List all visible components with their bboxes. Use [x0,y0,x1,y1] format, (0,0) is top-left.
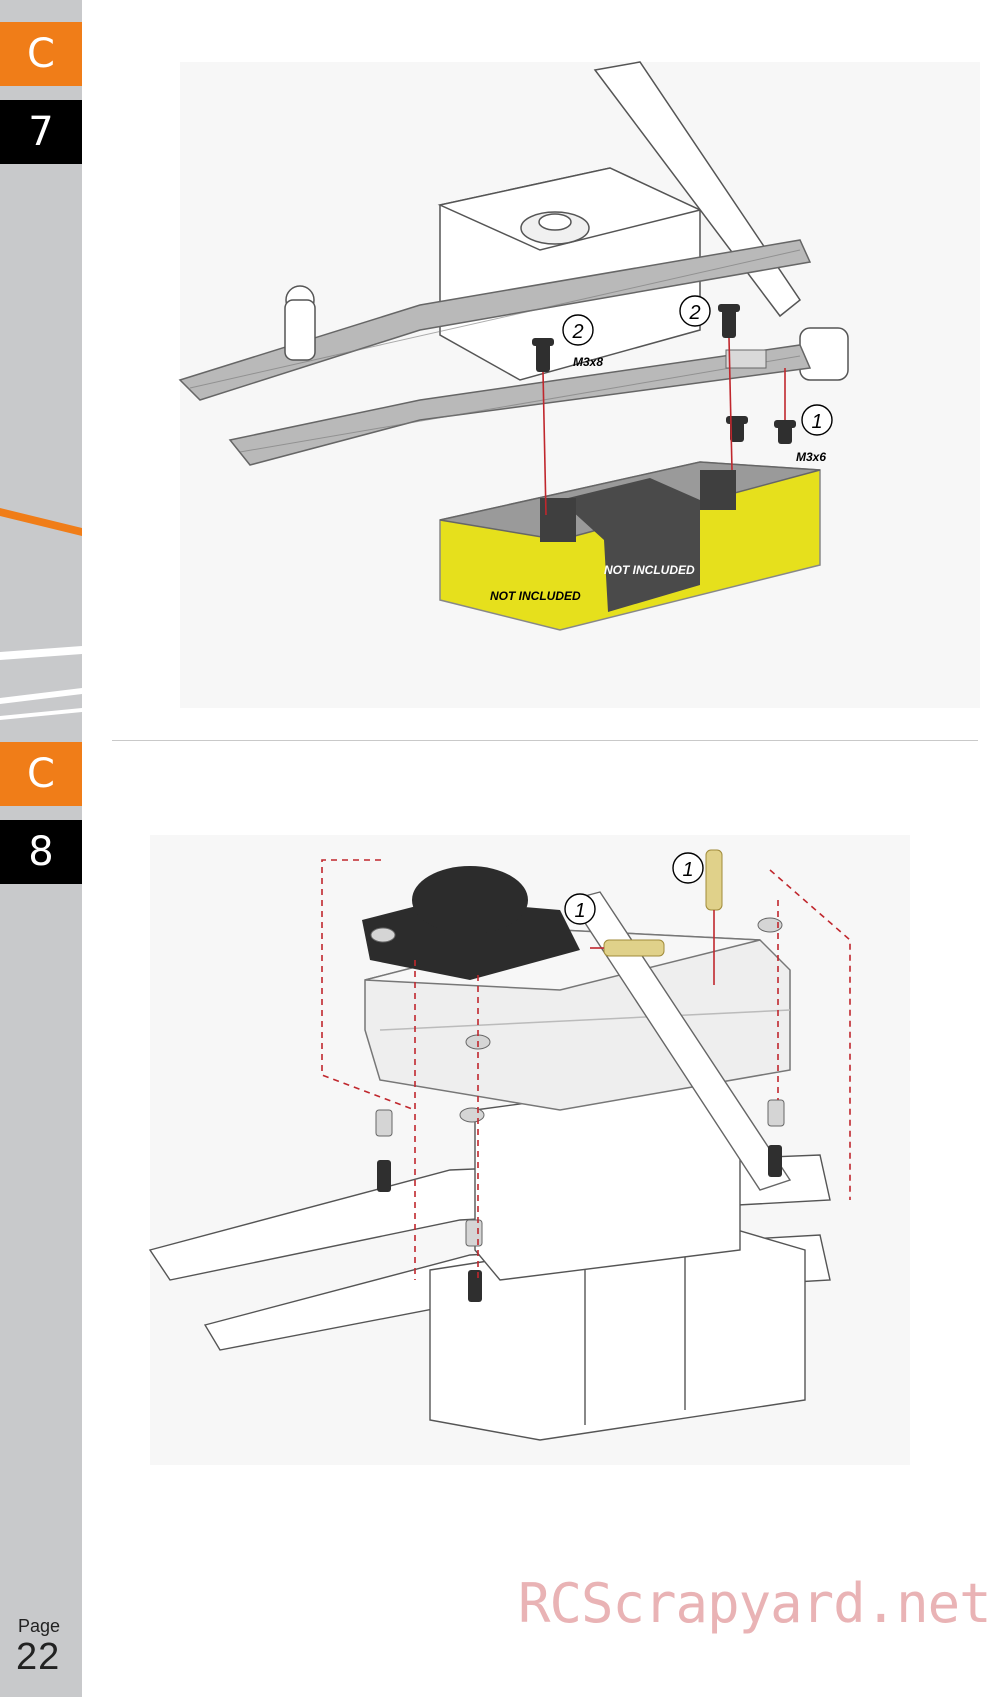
svg-text:2: 2 [688,302,700,324]
watermark: RCScrapyard.net [518,1572,992,1635]
not-included-label: NOT INCLUDED [604,563,695,577]
carbon-plate-top [178,239,812,466]
screw-icon [532,304,796,444]
tank-cap [362,866,580,980]
step-8-diagram: 1 1 [148,849,851,1441]
servo-illustration [437,167,703,381]
callout-circle: 1 1 [564,852,704,925]
part-label: M3x8 [573,355,603,369]
page-number: 22 [16,1636,61,1678]
leader-lines [542,337,786,516]
plate-texture [189,249,801,453]
leader-lines [590,910,715,985]
step-number-tab: 7 [0,100,82,164]
receiver-illustration [439,461,821,631]
svg-text:1: 1 [574,900,585,922]
step-section-tab: C [0,22,82,86]
lever-arm [568,891,792,1191]
step-section-tab: C [0,742,82,806]
steering-joint [284,285,316,361]
page-label: Page [18,1616,61,1636]
assembly-guide-lines [321,859,851,1280]
svg-text:1: 1 [682,859,693,881]
callout-circle: 2 2 1 [562,295,833,436]
part-label: M3x6 [796,450,826,464]
step-number-tab: 8 [0,820,82,884]
servo-illustration [474,1079,741,1281]
step-7-diagram: NOT INCLUDED NOT INCLUDED 2 2 1 M3x8 M3x… [178,61,849,631]
svg-text:1: 1 [811,411,822,433]
sidebar-stripes [0,508,82,720]
step-divider [112,740,978,741]
servo-mount-block [725,349,767,369]
not-included-label: NOT INCLUDED [490,589,581,603]
svg-text:2: 2 [571,321,583,343]
